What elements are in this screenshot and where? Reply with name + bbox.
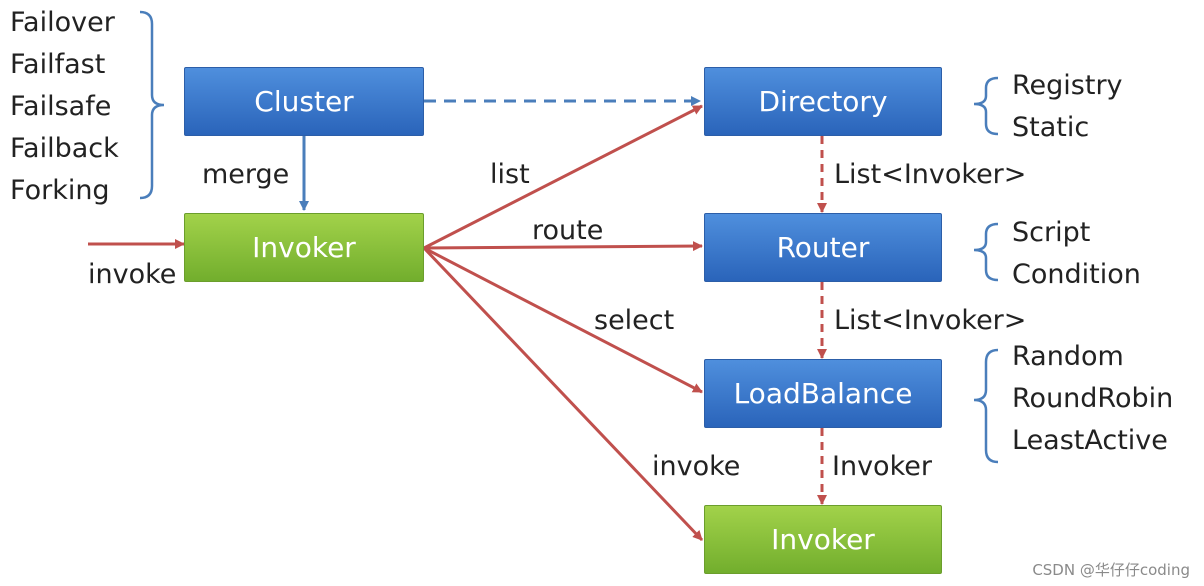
router-types-list: Script Condition xyxy=(1012,212,1141,296)
directory-types-brace xyxy=(973,76,999,136)
cluster-mode-failsafe: Failsafe xyxy=(10,91,112,122)
router-types-brace xyxy=(973,222,999,282)
invoker-bottom-node: Invoker xyxy=(704,505,942,574)
loadbalance-node: LoadBalance xyxy=(704,359,942,428)
list-arrow xyxy=(423,104,703,250)
directory-types-list: Registry Static xyxy=(1012,65,1123,149)
directory-router-label: List<Invoker> xyxy=(834,159,1027,190)
cluster-node: Cluster xyxy=(184,67,424,136)
router-loadbalance-label: List<Invoker> xyxy=(834,305,1027,336)
route-label: route xyxy=(532,215,604,246)
loadbalance-type-roundrobin: RoundRobin xyxy=(1012,383,1174,414)
watermark: CSDN @华仔仔coding xyxy=(1032,561,1190,579)
select-label: select xyxy=(594,305,675,336)
directory-type-registry: Registry xyxy=(1012,70,1123,101)
loadbalance-types-brace xyxy=(973,348,999,464)
router-node: Router xyxy=(704,213,942,282)
router-type-script: Script xyxy=(1012,217,1091,248)
route-arrow xyxy=(423,241,703,252)
invoke-out-label: invoke xyxy=(652,451,741,482)
directory-node: Directory xyxy=(704,67,942,136)
loadbalance-invoker-label: Invoker xyxy=(832,451,932,482)
merge-label: merge xyxy=(202,159,290,190)
cluster-mode-failback: Failback xyxy=(10,133,119,164)
cluster-mode-failfast: Failfast xyxy=(10,49,106,80)
select-arrow xyxy=(423,246,703,394)
router-type-condition: Condition xyxy=(1012,259,1141,290)
invoker-left-node: Invoker xyxy=(184,213,424,282)
cluster-mode-forking: Forking xyxy=(10,175,110,206)
list-label: list xyxy=(490,159,530,190)
cluster-modes-brace xyxy=(139,10,165,200)
invoke-in-label: invoke xyxy=(88,259,177,290)
cluster-mode-failover: Failover xyxy=(10,7,115,38)
loadbalance-type-random: Random xyxy=(1012,341,1124,372)
directory-type-static: Static xyxy=(1012,112,1090,143)
loadbalance-types-list: Random RoundRobin LeastActive xyxy=(1012,336,1173,462)
cluster-modes-list: Failover Failfast Failsafe Failback Fork… xyxy=(10,2,119,212)
invoke-out-arrow xyxy=(422,246,704,542)
loadbalance-type-leastactive: LeastActive xyxy=(1012,425,1168,456)
